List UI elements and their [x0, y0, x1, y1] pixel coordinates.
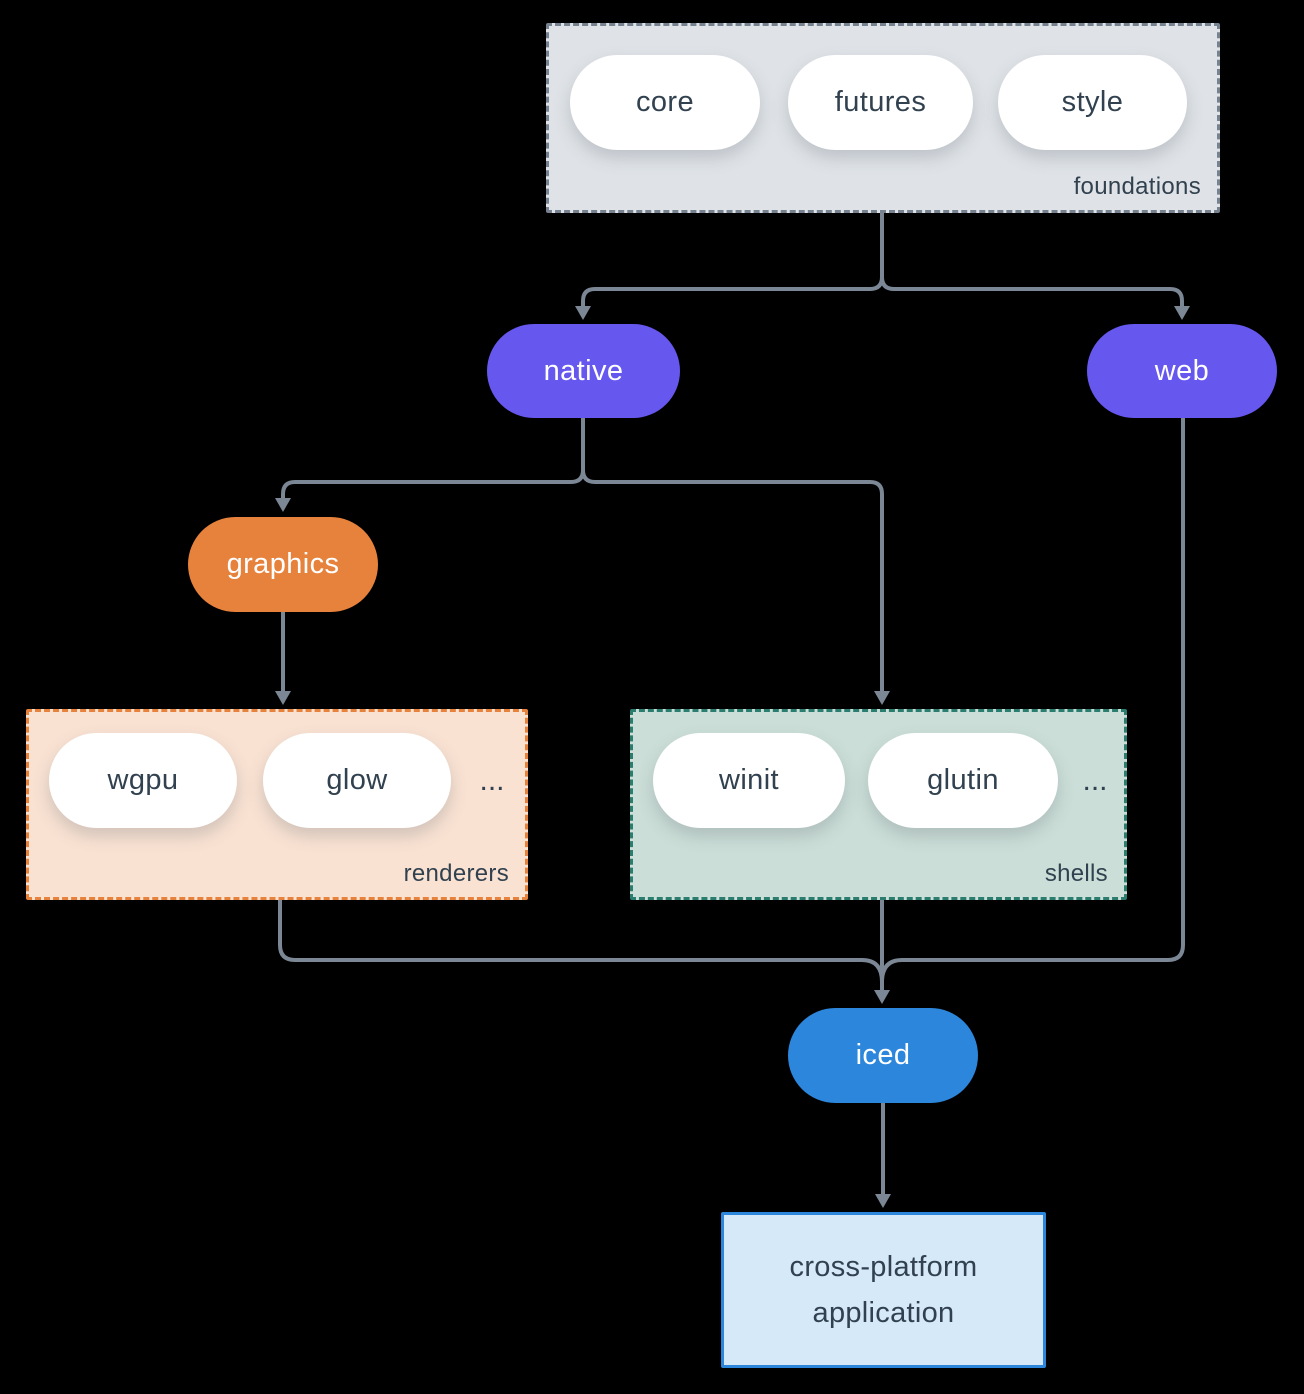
node-cross-platform-application: cross-platform application	[721, 1212, 1046, 1368]
arrow-foundations-to-web	[880, 276, 1184, 306]
node-iced-label: iced	[855, 1039, 911, 1071]
node-core: core	[570, 55, 760, 150]
node-glow: glow	[263, 733, 451, 828]
node-iced: iced	[788, 1008, 978, 1103]
node-winit: winit	[653, 733, 845, 828]
node-glutin-label: glutin	[927, 764, 999, 796]
arrow-foundations-to-native	[581, 213, 884, 306]
node-web: web	[1087, 324, 1277, 418]
arrowhead-native	[575, 306, 591, 320]
node-core-label: core	[635, 86, 694, 118]
node-graphics-label: graphics	[226, 548, 340, 580]
foundations-group-box: core futures style foundations	[546, 23, 1220, 213]
arrowhead-web	[1174, 306, 1190, 320]
node-web-label: web	[1154, 354, 1210, 387]
foundations-group-label: foundations	[1073, 173, 1201, 200]
node-graphics: graphics	[188, 517, 378, 612]
node-cross-platform-application-label: cross-platform application	[789, 1250, 978, 1329]
node-style: style	[998, 55, 1187, 150]
node-winit-label: winit	[718, 764, 779, 796]
arrowhead-shells	[874, 691, 890, 705]
arrowhead-iced	[874, 990, 890, 1004]
line-web-to-merge	[880, 418, 1185, 983]
node-futures-label: futures	[834, 86, 927, 118]
arrow-native-to-graphics	[281, 418, 585, 498]
shells-ellipsis: ...	[1082, 763, 1108, 797]
node-glow-label: glow	[326, 764, 388, 796]
arrow-native-to-shells	[581, 469, 884, 691]
node-native-label: native	[543, 354, 624, 387]
shells-group-box: winit glutin ... shells	[630, 709, 1127, 900]
line-renderers-to-merge	[278, 900, 884, 983]
arrowhead-renderers	[275, 691, 291, 705]
node-glutin: glutin	[868, 733, 1058, 828]
node-wgpu: wgpu	[49, 733, 237, 828]
arrowhead-application	[875, 1194, 891, 1208]
renderers-group-box: wgpu glow ... renderers	[26, 709, 528, 900]
arrowhead-graphics	[275, 498, 291, 512]
renderers-group-label: renderers	[403, 860, 509, 887]
node-futures: futures	[788, 55, 973, 150]
renderers-ellipsis: ...	[479, 763, 505, 797]
node-wgpu-label: wgpu	[107, 764, 179, 796]
node-native: native	[487, 324, 680, 418]
shells-group-label: shells	[1044, 860, 1108, 887]
node-style-label: style	[1061, 86, 1124, 118]
